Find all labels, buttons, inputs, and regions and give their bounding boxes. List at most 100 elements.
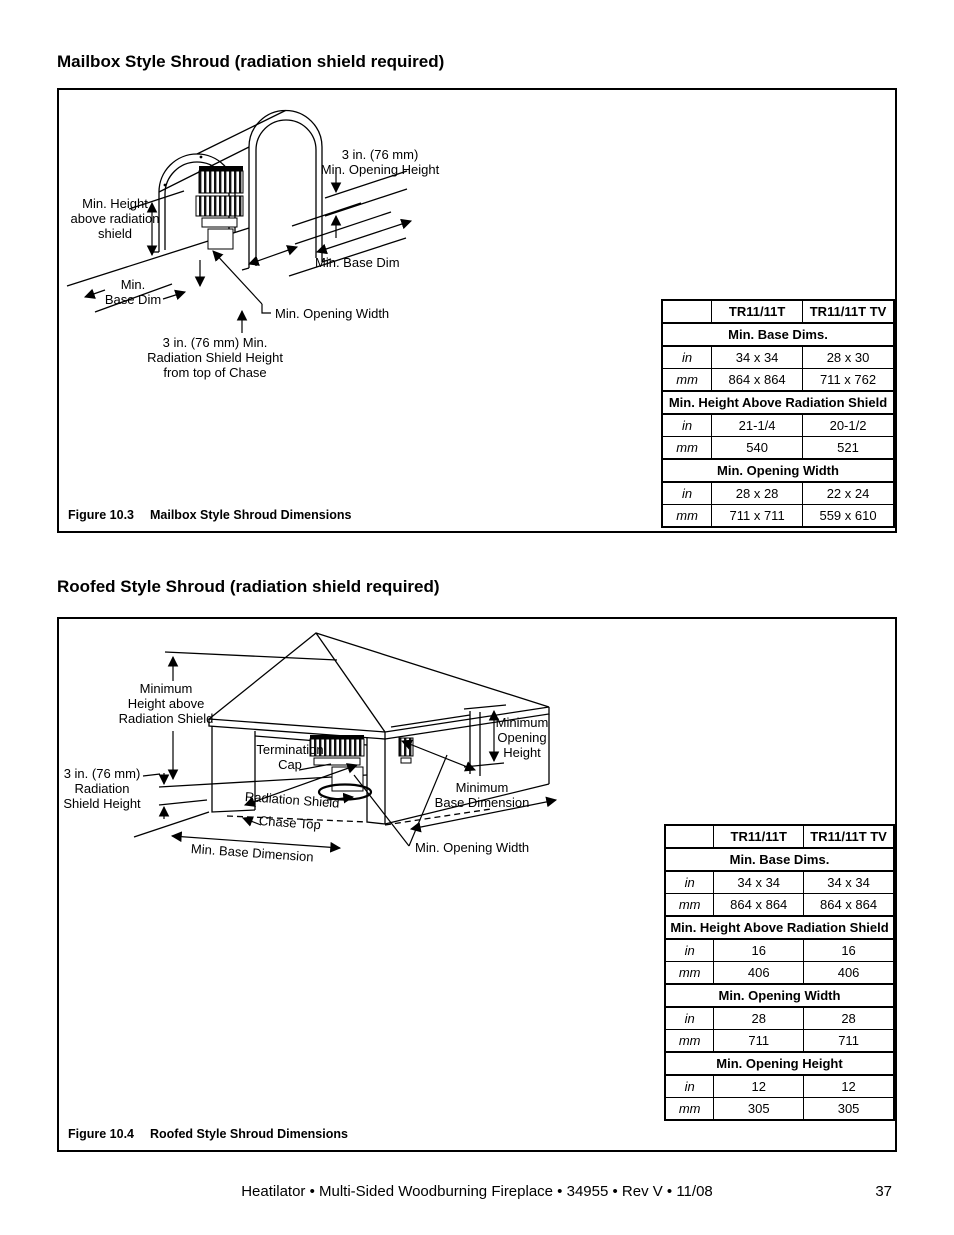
- value-cell: 711: [713, 1029, 805, 1053]
- value-cell: 21-1/4: [711, 413, 804, 437]
- column-header: [661, 299, 713, 324]
- label-radiation-shield-height: 3 in. (76 mm) Radiation Shield Height: [63, 766, 141, 811]
- termination-cap-icon: [195, 166, 244, 250]
- value-cell: 12: [713, 1074, 805, 1098]
- table-section-title: Min. Base Dims.: [661, 322, 895, 347]
- label-min-base-dimension-right: Minimum Base Dimension: [434, 780, 530, 810]
- figure-caption-10-4: Figure 10.4 Roofed Style Shroud Dimension…: [68, 1127, 348, 1141]
- value-cell: 34 x 34: [803, 870, 895, 894]
- label-termination-cap: Termination Cap: [256, 742, 324, 772]
- section-title-mailbox: Mailbox Style Shroud (radiation shield r…: [57, 52, 445, 71]
- unit-cell: in: [661, 345, 713, 369]
- table-section-row: Min. Opening Width: [664, 983, 895, 1008]
- table-section-row: Min. Base Dims.: [664, 847, 895, 872]
- unit-cell: mm: [664, 1097, 715, 1121]
- value-cell: 406: [803, 961, 895, 985]
- figure-caption-label: Figure 10.4: [68, 1127, 134, 1141]
- unit-cell: in: [661, 481, 713, 505]
- label-min-opening-width: Min. Opening Width: [275, 306, 390, 321]
- value-cell: 864 x 864: [803, 893, 895, 917]
- value-cell: 305: [803, 1097, 895, 1121]
- column-header: TR11/11T: [713, 824, 805, 849]
- unit-cell: mm: [664, 961, 715, 985]
- label-radiation-shield-height: 3 in. (76 mm) Min. Radiation Shield Heig…: [147, 335, 283, 380]
- label-min-base-dim-right: Min. Base Dim: [315, 255, 400, 270]
- unit-cell: mm: [664, 893, 715, 917]
- label-min-opening-height: Minimum Opening Height: [495, 715, 549, 760]
- value-cell: 28 x 30: [802, 345, 895, 369]
- figure-box-mailbox: 3 in. (76 mm) Min. Opening Height Min. H…: [57, 88, 897, 533]
- value-cell: 540: [711, 436, 804, 460]
- figure-caption-text: Mailbox Style Shroud Dimensions: [150, 508, 352, 522]
- unit-cell: mm: [661, 368, 713, 392]
- label-min-height-above-shield: Minimum Height above Radiation Shield: [118, 681, 214, 726]
- table-section-row: Min. Opening Width: [661, 458, 895, 483]
- termination-cap-icon: [309, 735, 414, 801]
- table-section-title: Min. Opening Width: [661, 458, 895, 483]
- value-cell: 864 x 864: [711, 368, 804, 392]
- dimension-arrows: [142, 655, 558, 853]
- unit-cell: mm: [661, 504, 713, 528]
- label-min-base-dim-left: Min. Base Dim: [104, 277, 162, 307]
- value-cell: 559 x 610: [802, 504, 895, 528]
- value-cell: 864 x 864: [713, 893, 805, 917]
- table-section-title: Min. Opening Width: [664, 983, 895, 1008]
- unit-cell: in: [661, 413, 713, 437]
- label-min-opening-width: Min. Opening Width: [415, 840, 530, 855]
- unit-cell: in: [664, 870, 715, 894]
- value-cell: 20-1/2: [802, 413, 895, 437]
- value-cell: 28: [713, 1006, 805, 1030]
- column-header: TR11/11T: [711, 299, 804, 324]
- footer-text: Heatilator • Multi-Sided Woodburning Fir…: [241, 1183, 713, 1200]
- figure-box-roofed: Minimum Height above Radiation Shield Mi…: [57, 617, 897, 1152]
- table-section-row: Min. Height Above Radiation Shield: [664, 915, 895, 940]
- roofed-shroud-drawing: [133, 632, 558, 853]
- label-min-height-above-shield: Min. Height above radiation shield: [70, 196, 160, 241]
- unit-cell: mm: [661, 436, 713, 460]
- value-cell: 22 x 24: [802, 481, 895, 505]
- value-cell: 34 x 34: [713, 870, 805, 894]
- value-cell: 16: [713, 938, 805, 962]
- dimension-arrows: [83, 170, 413, 333]
- value-cell: 28: [803, 1006, 895, 1030]
- value-cell: 16: [803, 938, 895, 962]
- table-section-row: Min. Base Dims.: [661, 322, 895, 347]
- figure-caption-text: Roofed Style Shroud Dimensions: [150, 1127, 348, 1141]
- table-section-title: Min. Opening Height: [664, 1051, 895, 1076]
- value-cell: 12: [803, 1074, 895, 1098]
- column-header: TR11/11T TV: [802, 299, 895, 324]
- value-cell: 711: [803, 1029, 895, 1053]
- value-cell: 406: [713, 961, 805, 985]
- table-section-row: Min. Opening Height: [664, 1051, 895, 1076]
- table-section-title: Min. Height Above Radiation Shield: [664, 915, 895, 940]
- value-cell: 305: [713, 1097, 805, 1121]
- section-title-roofed: Roofed Style Shroud (radiation shield re…: [57, 577, 440, 596]
- unit-cell: in: [664, 938, 715, 962]
- label-min-opening-height: 3 in. (76 mm) Min. Opening Height: [320, 147, 440, 177]
- unit-cell: in: [664, 1006, 715, 1030]
- column-header: [664, 824, 715, 849]
- unit-cell: in: [664, 1074, 715, 1098]
- table-section-title: Min. Base Dims.: [664, 847, 895, 872]
- value-cell: 711 x 711: [711, 504, 804, 528]
